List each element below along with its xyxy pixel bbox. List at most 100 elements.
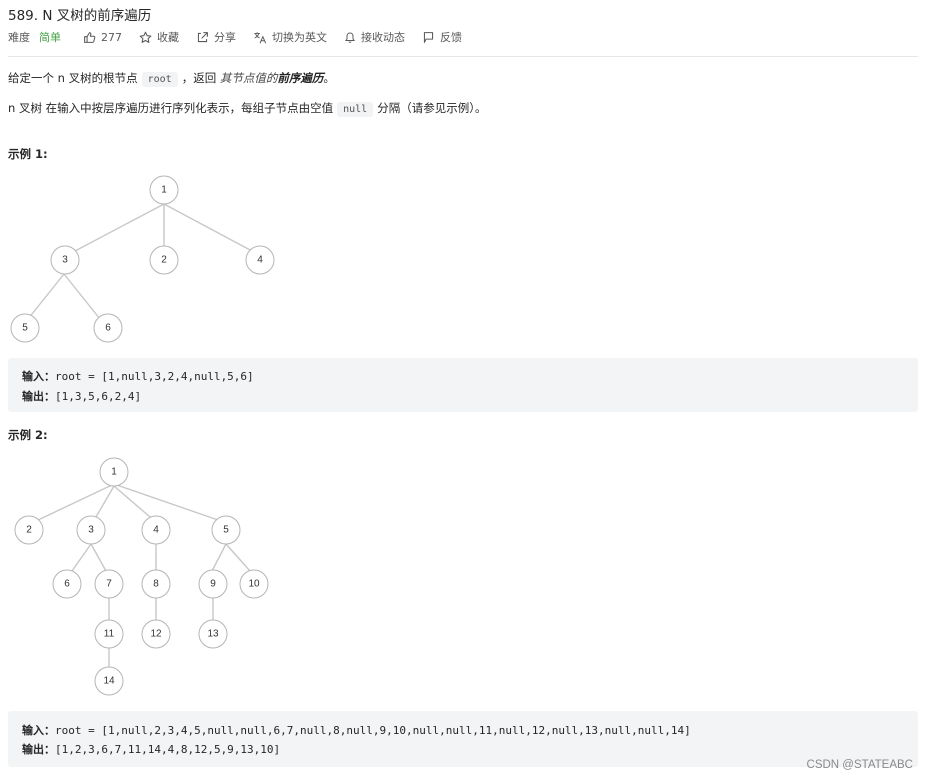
svg-text:8: 8 [153,579,159,590]
inline-code-null: null [337,102,374,117]
tree-edge [211,543,227,572]
feedback-button[interactable]: 反馈 [422,29,462,45]
svg-text:13: 13 [207,629,219,640]
description-emphasis: 其节点值的 [219,71,278,85]
svg-text:9: 9 [210,579,216,590]
svg-text:5: 5 [22,323,28,334]
favorite-button[interactable]: 收藏 [139,29,179,45]
favorite-label: 收藏 [157,31,179,44]
svg-text:2: 2 [26,525,32,536]
feedback-label: 反馈 [440,31,462,44]
description-text: 。 [323,71,335,85]
tree-edge [113,483,219,521]
svg-text:1: 1 [111,467,117,478]
tree-edge [27,273,65,320]
svg-text:7: 7 [106,579,112,590]
svg-text:5: 5 [223,525,229,536]
example-1-heading: 示例 1: [8,147,48,161]
tree-node: 4 [245,245,275,275]
example-2-tree-diagram: 1 2 3 4 5 6 7 8 9 10 11 12 13 14 [14,457,269,696]
example-2-input: root = [1,null,2,3,4,5,null,null,6,7,nul… [55,724,691,737]
likes-count: 277 [101,30,122,44]
share-button[interactable]: 分享 [196,29,236,45]
tree-node: 6 [93,313,123,343]
tree-node: 9 [198,569,228,599]
input-label: 输入： [22,370,55,383]
description-text: ，返回 [181,71,217,85]
svg-text:3: 3 [88,525,94,536]
notify-label: 接收动态 [361,31,405,44]
svg-text:4: 4 [153,525,159,536]
example-1-input: root = [1,null,3,2,4,null,5,6] [55,370,254,383]
description-text: 分隔（请参见示例）。 [377,101,487,115]
svg-text:4: 4 [257,255,263,266]
tree-node: 12 [141,619,171,649]
problem-title: 589. N 叉树的前序遍历 [8,8,152,24]
description-text: 给定一个 n 叉树的根节点 [8,71,138,85]
tree-node: 2 [14,515,44,545]
example-1-input-line: 输入：root = [1,null,3,2,4,null,5,6] [22,368,254,384]
svg-text:1: 1 [161,185,167,196]
difficulty-badge: 简单 [39,31,61,44]
tree-edge [35,483,115,522]
tree-edge [74,203,165,252]
tree-edge [90,543,107,572]
tree-node: 6 [52,569,82,599]
example-2-output: [1,2,3,6,7,11,14,4,8,12,5,9,13,10] [55,743,281,756]
difficulty-label: 难度 [8,31,30,44]
example-2-code-block: 输入：root = [1,null,2,3,4,5,null,null,6,7,… [8,711,918,767]
problem-meta-bar: 难度 简单 277 收藏 分享 切换为英文 接收动态 反馈 [8,28,479,46]
csdn-watermark: CSDN @STATEABC [806,759,913,771]
tree-edge [225,543,251,572]
like-button[interactable]: 277 [83,31,122,44]
tree-node: 13 [198,619,228,649]
tree-edge [95,485,115,518]
header-divider [8,56,918,57]
tree-node: 1 [149,175,179,205]
tree-node: 1 [99,457,129,487]
tree-node: 3 [76,515,106,545]
thumbs-up-icon [84,31,96,43]
switch-language-button[interactable]: 切换为英文 [253,29,327,45]
output-label: 输出： [22,743,55,756]
share-label: 分享 [214,31,236,44]
bell-icon [344,32,356,43]
tree-node: 5 [211,515,241,545]
example-1-output: [1,3,5,6,2,4] [55,390,142,403]
notify-button[interactable]: 接收动态 [344,29,405,45]
tree-node: 3 [50,245,80,275]
svg-text:10: 10 [248,579,260,590]
tree-node: 14 [94,666,124,696]
tree-node: 8 [141,569,171,599]
translate-icon [254,31,267,43]
output-label: 输出： [22,390,55,403]
svg-text:6: 6 [105,323,111,334]
description-text: n 叉树 在输入中按层序遍历进行序列化表示，每组子节点由空值 [8,101,334,115]
tree-edge [163,203,253,252]
description-strong: 前序遍历 [277,71,324,85]
example-2-heading: 示例 2: [8,428,48,442]
tree-edge [71,543,92,572]
example-2-input-line: 输入：root = [1,null,2,3,4,5,null,null,6,7,… [22,722,691,738]
switch-language-label: 切换为英文 [272,31,327,44]
tree-edge [113,485,151,518]
example-1-code-block: 输入：root = [1,null,3,2,4,null,5,6] 输出：[1,… [8,358,918,412]
tree-edge [63,273,101,320]
input-label: 输入： [22,724,55,737]
tree-node: 7 [94,569,124,599]
tree-node: 11 [94,619,124,649]
tree-node: 5 [10,313,40,343]
tree-node: 10 [239,569,269,599]
svg-text:12: 12 [150,629,162,640]
svg-text:3: 3 [62,255,68,266]
tree-node: 2 [149,245,179,275]
feedback-icon [423,31,434,43]
example-2-output-line: 输出：[1,2,3,6,7,11,14,4,8,12,5,9,13,10] [22,741,280,757]
star-icon [139,31,152,43]
svg-text:6: 6 [64,579,70,590]
example-1-tree-diagram: 1 3 2 4 5 6 [10,175,275,343]
svg-text:14: 14 [103,676,115,687]
inline-code-root: root [141,72,178,87]
